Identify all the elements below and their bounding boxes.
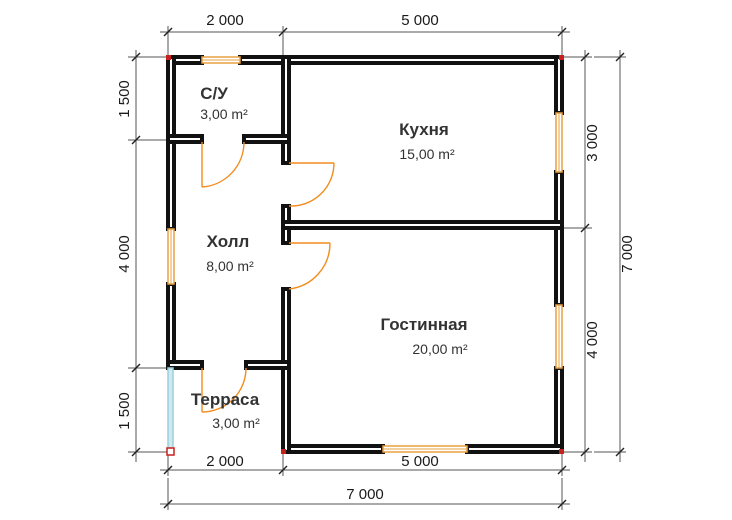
room-living-area: 20,00 m² bbox=[412, 341, 468, 357]
terrace-post bbox=[166, 447, 175, 456]
dim-left-top: 1 500 bbox=[116, 80, 133, 118]
dim-right-overall: 7 000 bbox=[619, 235, 636, 273]
corner-markers bbox=[166, 55, 564, 454]
dimension-ticks bbox=[131, 27, 625, 509]
dim-bottom-left: 2 000 bbox=[206, 453, 244, 470]
room-hall-area: 8,00 m² bbox=[206, 258, 254, 274]
windows bbox=[167, 56, 563, 453]
dim-top-right: 5 000 bbox=[401, 12, 439, 29]
dim-right-bottom: 4 000 bbox=[584, 321, 601, 359]
room-wc-area: 3,00 m² bbox=[200, 106, 248, 122]
dim-bottom-right: 5 000 bbox=[401, 453, 439, 470]
terrace-railing bbox=[167, 367, 174, 451]
dim-left-bottom: 1 500 bbox=[116, 392, 133, 430]
doors bbox=[201, 141, 335, 413]
room-living-name: Гостинная bbox=[380, 315, 467, 334]
room-terrace-name: Терраса bbox=[191, 390, 260, 409]
room-hall-name: Холл bbox=[207, 232, 250, 251]
room-kitchen-area: 15,00 m² bbox=[399, 146, 455, 162]
dim-bottom-overall: 7 000 bbox=[346, 486, 384, 503]
room-terrace-area: 3,00 m² bbox=[212, 415, 260, 431]
dim-left-middle: 4 000 bbox=[116, 235, 133, 273]
dim-top-left: 2 000 bbox=[206, 12, 244, 29]
room-wc-name: С/У bbox=[200, 84, 228, 103]
room-kitchen-name: Кухня bbox=[399, 120, 449, 139]
dim-right-top: 3 000 bbox=[584, 124, 601, 162]
